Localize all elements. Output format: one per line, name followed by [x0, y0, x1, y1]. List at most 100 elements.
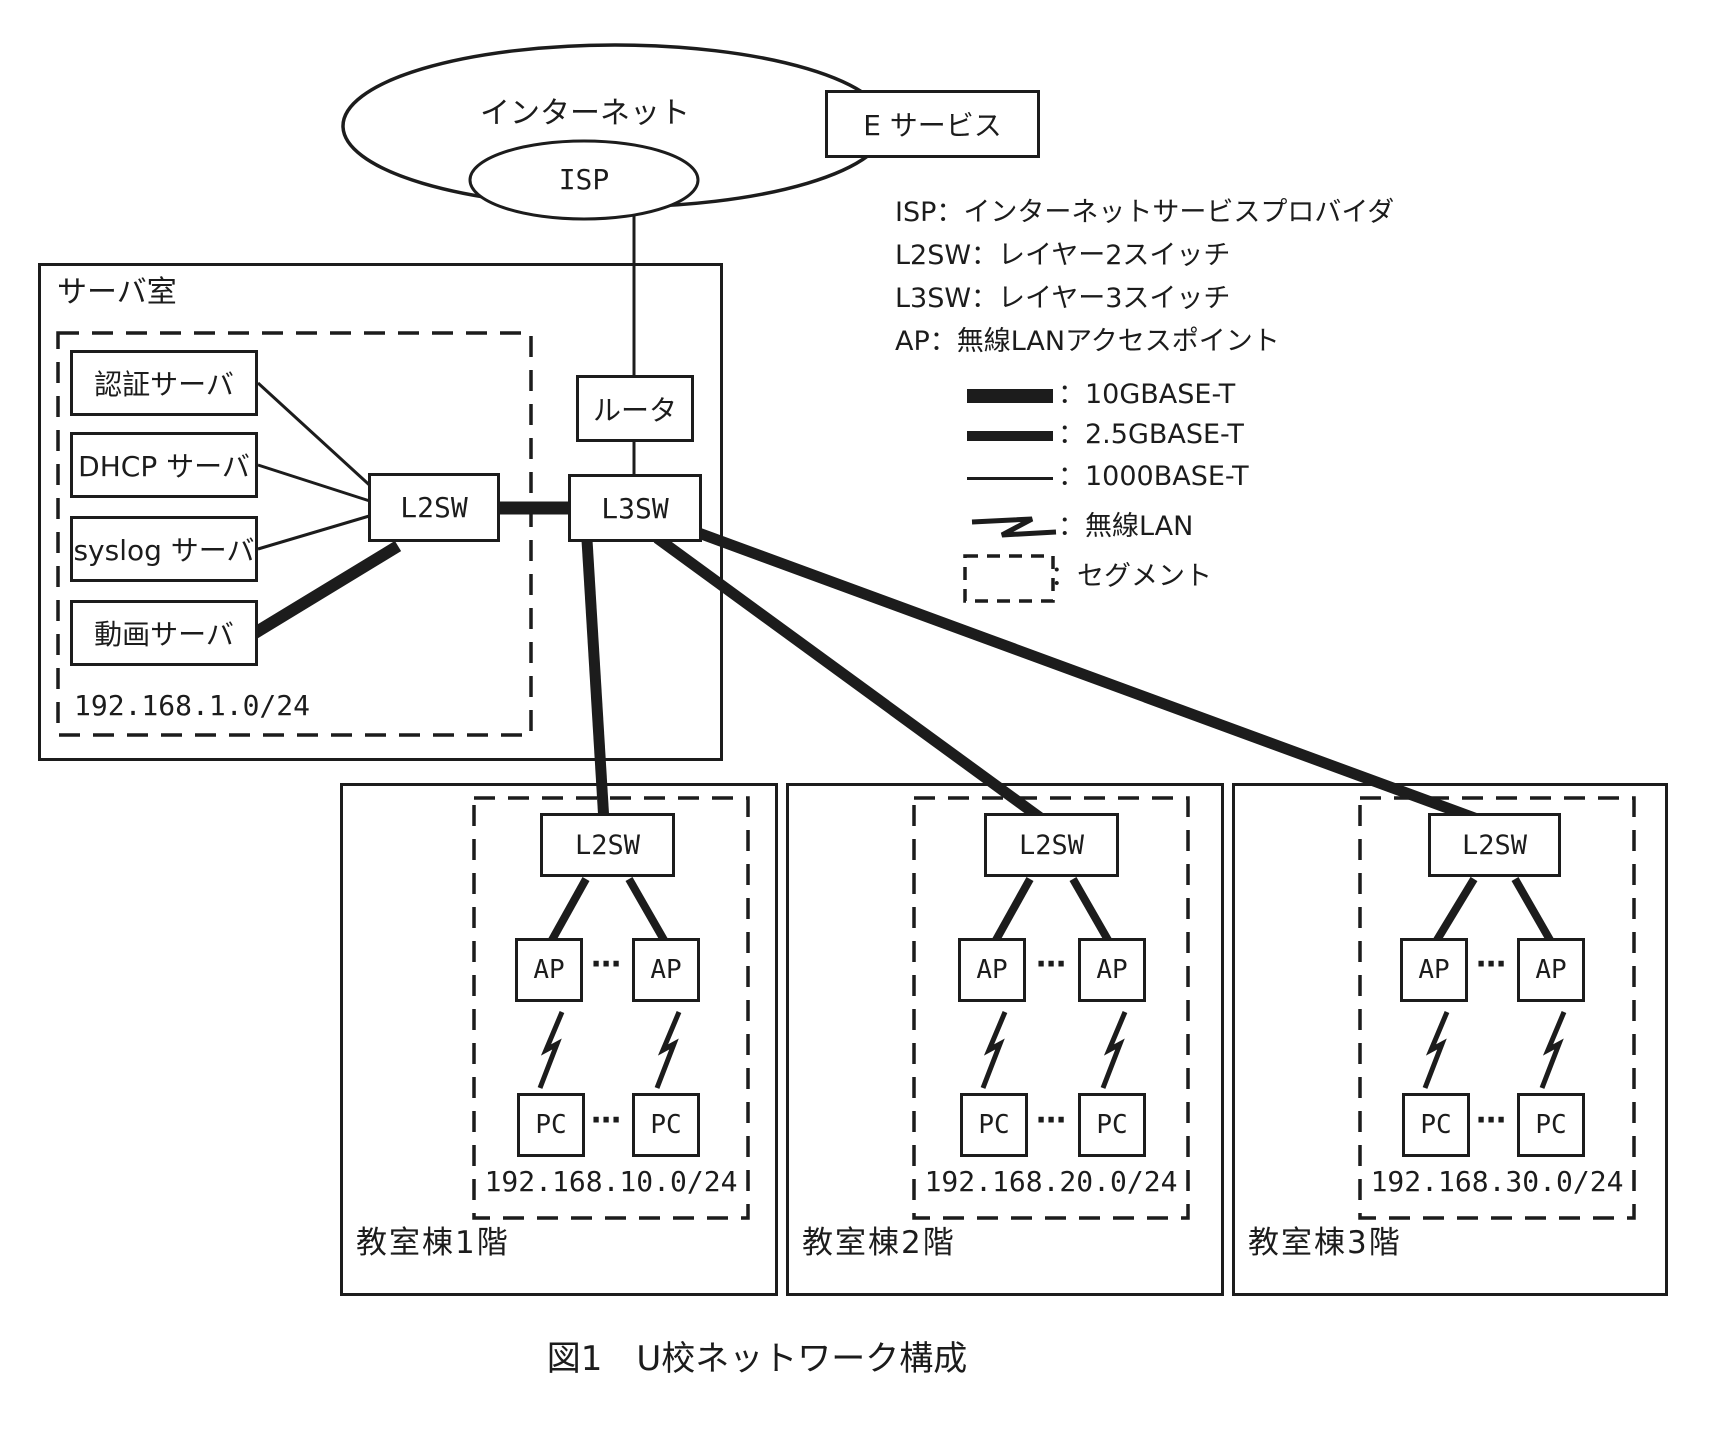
- building3-ap-label-left: AP: [1418, 955, 1450, 985]
- legend-label-1000base-t: ：1000BASE-T: [1058, 461, 1249, 492]
- l3sw-box: L3SW: [568, 474, 702, 542]
- server-label-syslog: syslog サーバ: [73, 534, 255, 567]
- building2-segment-ip: 192.168.20.0/24: [924, 1165, 1178, 1198]
- building3-pc-ellipsis: ⋯: [1476, 1103, 1508, 1138]
- link-l3sw-building1: [581, 539, 610, 823]
- building2-ap-box-left: AP: [958, 938, 1026, 1002]
- e-service-box: E サービス: [825, 90, 1040, 158]
- building3-l2sw-label: L2SW: [1461, 829, 1528, 861]
- e-service-label: E サービス: [863, 109, 1002, 142]
- wireless-bolt-b2-right: [1100, 1011, 1128, 1089]
- building3-pc-box-right: PC: [1517, 1093, 1585, 1157]
- legend-label-10gbase-t: ：10GBASE-T: [1058, 379, 1236, 410]
- building1-l2sw-label: L2SW: [574, 829, 641, 861]
- building2-pc-label-left: PC: [978, 1110, 1010, 1140]
- segment-box-server-room: [56, 331, 533, 737]
- legend-thin-line-1000: [967, 477, 1053, 480]
- figure-caption: 図1 U校ネットワーク構成: [546, 1339, 968, 1379]
- building3-pc-box-left: PC: [1402, 1093, 1470, 1157]
- server-box-syslog: syslog サーバ: [70, 516, 258, 582]
- legend-segment-dashed-box: [963, 554, 1055, 603]
- link-b3-l2sw-ap-left: [1433, 876, 1478, 943]
- segment-box-building1: [472, 796, 750, 1220]
- link-b1-l2sw-ap-right: [625, 877, 668, 942]
- legend-label-segment: ：セグメント: [1050, 561, 1212, 592]
- legend-def-ap: AP：無線LANアクセスポイント: [895, 326, 1280, 357]
- server-room-region: [38, 263, 723, 761]
- server-room-l2sw-box: L2SW: [368, 473, 500, 542]
- link-b2-l2sw-ap-right: [1069, 877, 1112, 942]
- legend-wireless-zigzag: [971, 516, 1057, 538]
- building1-l2sw-box: L2SW: [540, 813, 675, 877]
- building1-ap-label-left: AP: [533, 955, 565, 985]
- link-b1-l2sw-ap-left: [548, 877, 590, 942]
- wireless-bolt-b2-left: [980, 1011, 1008, 1089]
- building2-l2sw-label: L2SW: [1018, 829, 1085, 861]
- server-segment-ip: 192.168.1.0/24: [74, 689, 311, 722]
- building3-ap-ellipsis: ⋯: [1476, 947, 1508, 982]
- segment-box-building3: [1358, 796, 1636, 1220]
- building1-title: 教室棟1階: [356, 1225, 510, 1261]
- building-region-2: [786, 783, 1224, 1296]
- wireless-bolt-b3-left: [1422, 1011, 1450, 1089]
- building1-segment-ip: 192.168.10.0/24: [484, 1165, 738, 1198]
- link-b3-l2sw-ap-right: [1511, 877, 1554, 942]
- building3-ap-box-right: AP: [1517, 938, 1585, 1002]
- link-dhcp-server-l2sw: [257, 463, 377, 505]
- building1-pc-label-left: PC: [535, 1110, 567, 1140]
- segment-box-building2: [912, 796, 1190, 1220]
- building2-l2sw-box: L2SW: [984, 813, 1119, 877]
- link-l3sw-building3: [694, 526, 1482, 826]
- link-syslog-server-l2sw: [257, 512, 377, 551]
- legend-medium-bar-2-5g: [967, 431, 1053, 441]
- server-box-dhcp: DHCP サーバ: [70, 432, 258, 498]
- router-box: ルータ: [576, 375, 694, 442]
- server-room-title: サーバ室: [57, 275, 177, 310]
- building2-ap-box-right: AP: [1078, 938, 1146, 1002]
- building3-segment-ip: 192.168.30.0/24: [1370, 1165, 1624, 1198]
- router-label: ルータ: [592, 393, 677, 427]
- server-label-video: 動画サーバ: [94, 618, 234, 651]
- building2-pc-label-right: PC: [1096, 1110, 1128, 1140]
- building3-ap-box-left: AP: [1400, 938, 1468, 1002]
- link-video-server-l2sw: [246, 540, 402, 642]
- legend-label-wireless-lan: ：無線LAN: [1058, 511, 1194, 542]
- building-region-3: [1232, 783, 1668, 1296]
- building1-ap-label-right: AP: [650, 955, 682, 985]
- building1-pc-box-right: PC: [632, 1093, 700, 1157]
- building2-pc-box-right: PC: [1078, 1093, 1146, 1157]
- building2-ap-label-left: AP: [976, 955, 1008, 985]
- building1-pc-box-left: PC: [517, 1093, 585, 1157]
- server-box-video: 動画サーバ: [70, 600, 258, 666]
- building2-ap-ellipsis: ⋯: [1036, 947, 1068, 982]
- building3-pc-label-left: PC: [1420, 1110, 1452, 1140]
- building3-l2sw-box: L2SW: [1428, 813, 1561, 877]
- building2-title: 教室棟2階: [802, 1225, 956, 1261]
- building2-pc-box-left: PC: [960, 1093, 1028, 1157]
- building3-ap-label-right: AP: [1535, 955, 1567, 985]
- l3sw-label: L3SW: [601, 491, 669, 525]
- legend-def-l2sw: L2SW：レイヤー2スイッチ: [895, 240, 1231, 271]
- legend-def-l3sw: L3SW：レイヤー3スイッチ: [895, 283, 1231, 314]
- isp-label: ISP: [558, 163, 610, 196]
- legend-thick-bar-10g: [967, 389, 1053, 403]
- wireless-bolt-b1-left: [537, 1011, 565, 1089]
- building3-pc-label-right: PC: [1535, 1110, 1567, 1140]
- building2-ap-label-right: AP: [1096, 955, 1128, 985]
- legend-label-2-5gbase-t: ：2.5GBASE-T: [1058, 419, 1244, 450]
- building1-ap-ellipsis: ⋯: [591, 947, 623, 982]
- server-label-auth: 認証サーバ: [94, 368, 234, 401]
- isp-ellipse: [468, 139, 700, 221]
- internet-cloud-label: インターネット: [480, 96, 690, 131]
- building-region-1: [340, 783, 778, 1296]
- building1-pc-label-right: PC: [650, 1110, 682, 1140]
- building3-title: 教室棟3階: [1248, 1225, 1402, 1261]
- building1-ap-box-left: AP: [515, 938, 583, 1002]
- server-label-dhcp: DHCP サーバ: [78, 450, 250, 483]
- legend-def-isp: ISP：インターネットサービスプロバイダ: [895, 197, 1395, 228]
- building2-pc-ellipsis: ⋯: [1036, 1103, 1068, 1138]
- server-room-l2sw-label: L2SW: [400, 491, 468, 524]
- wireless-bolt-b3-right: [1539, 1011, 1567, 1089]
- link-b2-l2sw-ap-left: [992, 877, 1034, 942]
